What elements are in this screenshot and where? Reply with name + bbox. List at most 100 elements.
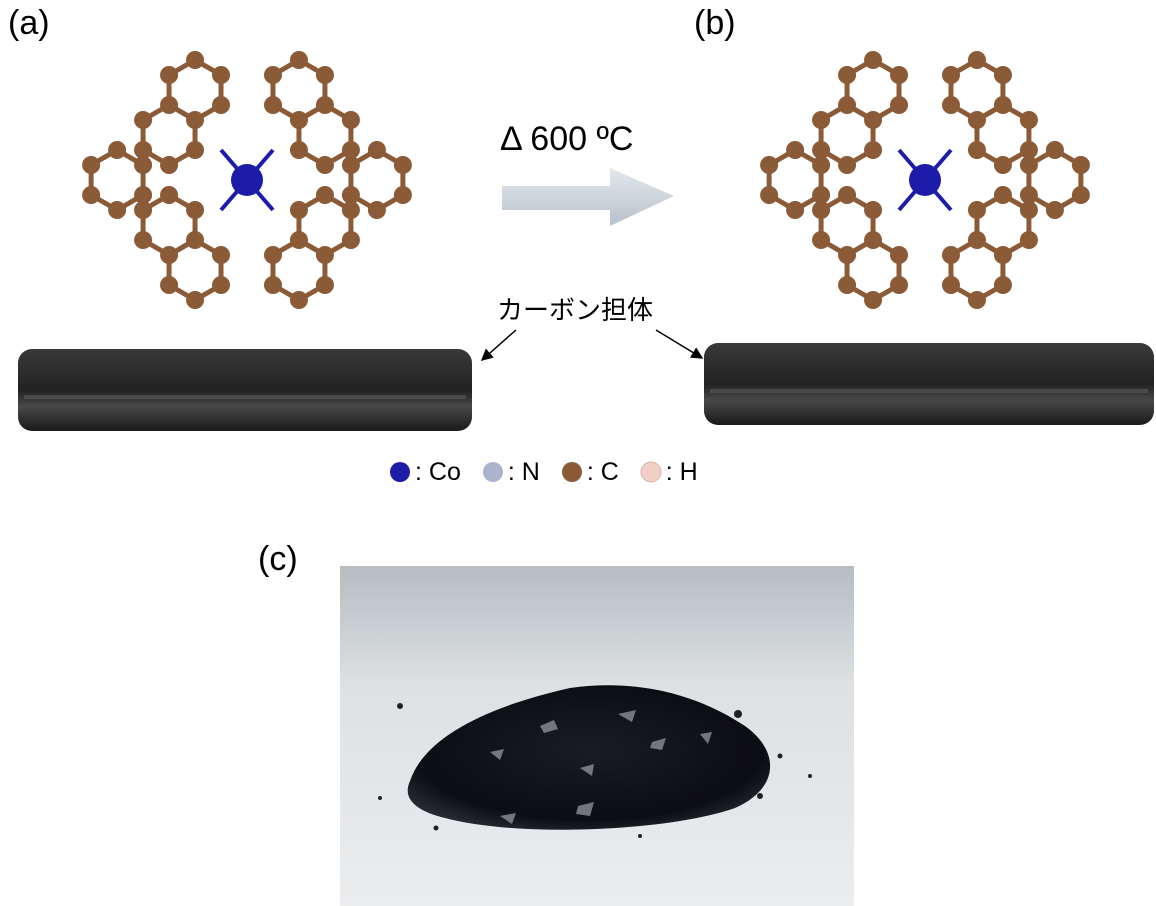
carbon-atom xyxy=(812,156,831,174)
carbon-atom xyxy=(186,111,205,129)
atom-legend: : Co : N : C : H xyxy=(388,455,718,489)
carbon-atom xyxy=(993,96,1012,114)
legend-item-c: : C xyxy=(560,458,619,487)
carbon-atom xyxy=(812,111,831,129)
carbon-atom xyxy=(82,156,101,174)
legend-item-h: : H xyxy=(639,458,698,487)
carbon-atom xyxy=(160,246,179,264)
carbon-atom xyxy=(315,96,334,114)
carbon-atom xyxy=(967,111,986,129)
carbon-atom xyxy=(315,156,334,174)
catalyst-powder-photo xyxy=(340,566,854,906)
carbon-atom xyxy=(315,186,334,204)
carbon-atom xyxy=(263,66,282,84)
carbon-atom xyxy=(760,156,779,174)
carbon-atom xyxy=(864,111,883,129)
carbon-atom xyxy=(1019,141,1038,159)
carbon-atom xyxy=(367,201,386,219)
atom-group xyxy=(760,51,1090,309)
cobalt-atom xyxy=(231,164,263,196)
carbon-atom xyxy=(315,66,334,84)
legend-item-co: : Co xyxy=(388,458,461,487)
carbon-atom xyxy=(212,246,231,264)
carbon-atom xyxy=(186,141,205,159)
reaction-condition: Δ 600 ºC xyxy=(500,120,634,158)
carbon-swatch-icon xyxy=(561,462,582,482)
carbon-atom xyxy=(812,201,831,219)
panel-label-b: (b) xyxy=(694,4,736,42)
carbon-atom xyxy=(393,156,412,174)
cobalt-atom xyxy=(909,164,941,196)
carbon-atom xyxy=(838,186,857,204)
carbon-atom xyxy=(108,141,127,159)
pointer-left xyxy=(480,329,517,361)
carbon-atom xyxy=(160,156,179,174)
carbon-atom xyxy=(812,141,831,159)
carbon-atom xyxy=(838,246,857,264)
carbon-atom xyxy=(289,111,308,129)
carbon-atom xyxy=(160,186,179,204)
carbon-atom xyxy=(341,156,360,174)
carbon-atom xyxy=(186,201,205,219)
carbon-atom xyxy=(1019,231,1038,249)
carbon-atom xyxy=(967,201,986,219)
pointer-right xyxy=(655,329,704,359)
carbon-atom xyxy=(864,141,883,159)
carbon-atom xyxy=(1019,186,1038,204)
carbon-atom xyxy=(134,141,153,159)
carbon-atom xyxy=(1045,141,1064,159)
carbon-atom xyxy=(82,186,101,204)
nitrogen-swatch-icon xyxy=(482,462,503,482)
carbon-atom xyxy=(760,186,779,204)
atom-group xyxy=(82,51,412,309)
legend-label: : H xyxy=(665,457,698,486)
carbon-atom xyxy=(1045,201,1064,219)
carbon-atom xyxy=(212,276,231,294)
carbon-atom xyxy=(838,276,857,294)
carbon-atom xyxy=(890,276,909,294)
carbon-atom xyxy=(786,141,805,159)
reaction-arrow xyxy=(502,168,674,226)
carbon-atom xyxy=(160,276,179,294)
carbon-atom xyxy=(1071,186,1090,204)
carbon-atom xyxy=(212,96,231,114)
carbon-atom xyxy=(941,246,960,264)
legend-label: : C xyxy=(586,457,619,486)
support-pointer-arrows xyxy=(480,329,704,361)
carbon-atom xyxy=(341,141,360,159)
carbon-atom xyxy=(134,156,153,174)
carbon-support-slab-b xyxy=(704,343,1154,425)
carbon-atom xyxy=(393,186,412,204)
carbon-atom xyxy=(289,231,308,249)
carbon-atom xyxy=(838,156,857,174)
carbon-atom xyxy=(786,201,805,219)
legend-label: : Co xyxy=(415,457,461,486)
carbon-atom xyxy=(864,291,883,309)
carbon-atom xyxy=(341,201,360,219)
carbon-atom xyxy=(263,276,282,294)
carbon-atom xyxy=(967,231,986,249)
carbon-atom xyxy=(1019,156,1038,174)
carbon-atom xyxy=(993,156,1012,174)
legend-label: : N xyxy=(507,457,540,486)
carbon-atom xyxy=(289,291,308,309)
carbon-atom xyxy=(967,141,986,159)
panel-label-c: (c) xyxy=(258,540,298,578)
carbon-atom xyxy=(263,96,282,114)
carbon-atom xyxy=(108,201,127,219)
carbon-atom xyxy=(315,276,334,294)
carbon-support-slab-a xyxy=(18,349,472,431)
carbon-atom xyxy=(341,231,360,249)
carbon-atom xyxy=(134,186,153,204)
carbon-atom xyxy=(367,141,386,159)
carbon-atom xyxy=(289,51,308,69)
carbon-atom xyxy=(864,51,883,69)
carbon-atom xyxy=(812,231,831,249)
molecule-a xyxy=(82,51,412,309)
carbon-atom xyxy=(160,66,179,84)
carbon-atom xyxy=(1071,156,1090,174)
molecule-b xyxy=(760,51,1090,309)
carbon-atom xyxy=(263,246,282,264)
carbon-atom xyxy=(864,201,883,219)
carbon-atom xyxy=(1019,111,1038,129)
